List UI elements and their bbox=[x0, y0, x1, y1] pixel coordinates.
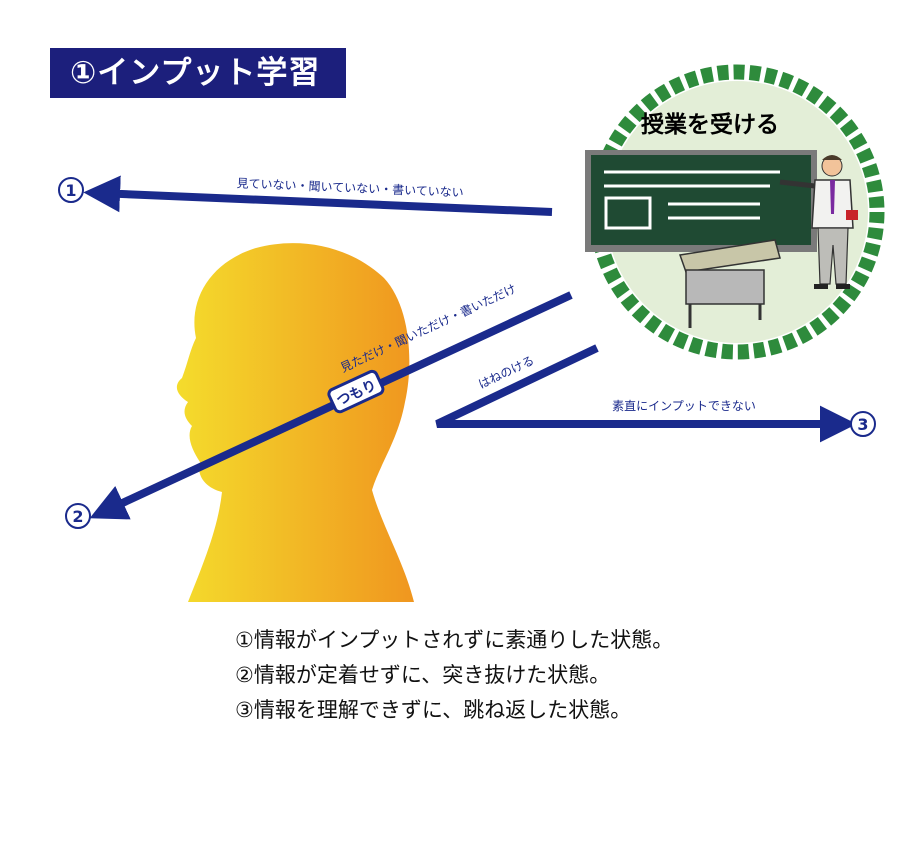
explanation-list: ①情報がインプットされずに素通りした状態。 ②情報が定着せずに、突き抜けた状態。… bbox=[235, 623, 673, 728]
class-label: 授業を受ける bbox=[641, 111, 779, 138]
arrow-right-label: 素直にインプットできない bbox=[612, 399, 756, 413]
blackboard bbox=[585, 150, 817, 252]
arrow-bounce: はねのける 素直にインプットできない bbox=[435, 344, 857, 443]
explanation-item: ③情報を理解できずに、跳ね返した状態。 bbox=[235, 698, 632, 722]
marker-2: 2 bbox=[65, 503, 91, 529]
explanation-item: ①情報がインプットされずに素通りした状態。 bbox=[235, 628, 674, 652]
arrow-bounce-label: はねのける bbox=[476, 353, 536, 391]
marker-1-label: 1 bbox=[65, 181, 76, 200]
marker-3: 3 bbox=[850, 411, 876, 437]
desk bbox=[678, 239, 781, 328]
marker-1: 1 bbox=[58, 177, 84, 203]
classroom-illustration: 授業を受ける bbox=[585, 64, 885, 360]
teacher bbox=[779, 155, 858, 289]
marker-2-label: 2 bbox=[72, 507, 83, 526]
arrow-pass-by: 見ていない・聞いていない・書いていない bbox=[83, 175, 553, 216]
section-title: ①インプット学習 bbox=[50, 48, 346, 98]
marker-3-label: 3 bbox=[857, 415, 868, 434]
explanation-item: ②情報が定着せずに、突き抜けた状態。 bbox=[235, 663, 611, 687]
